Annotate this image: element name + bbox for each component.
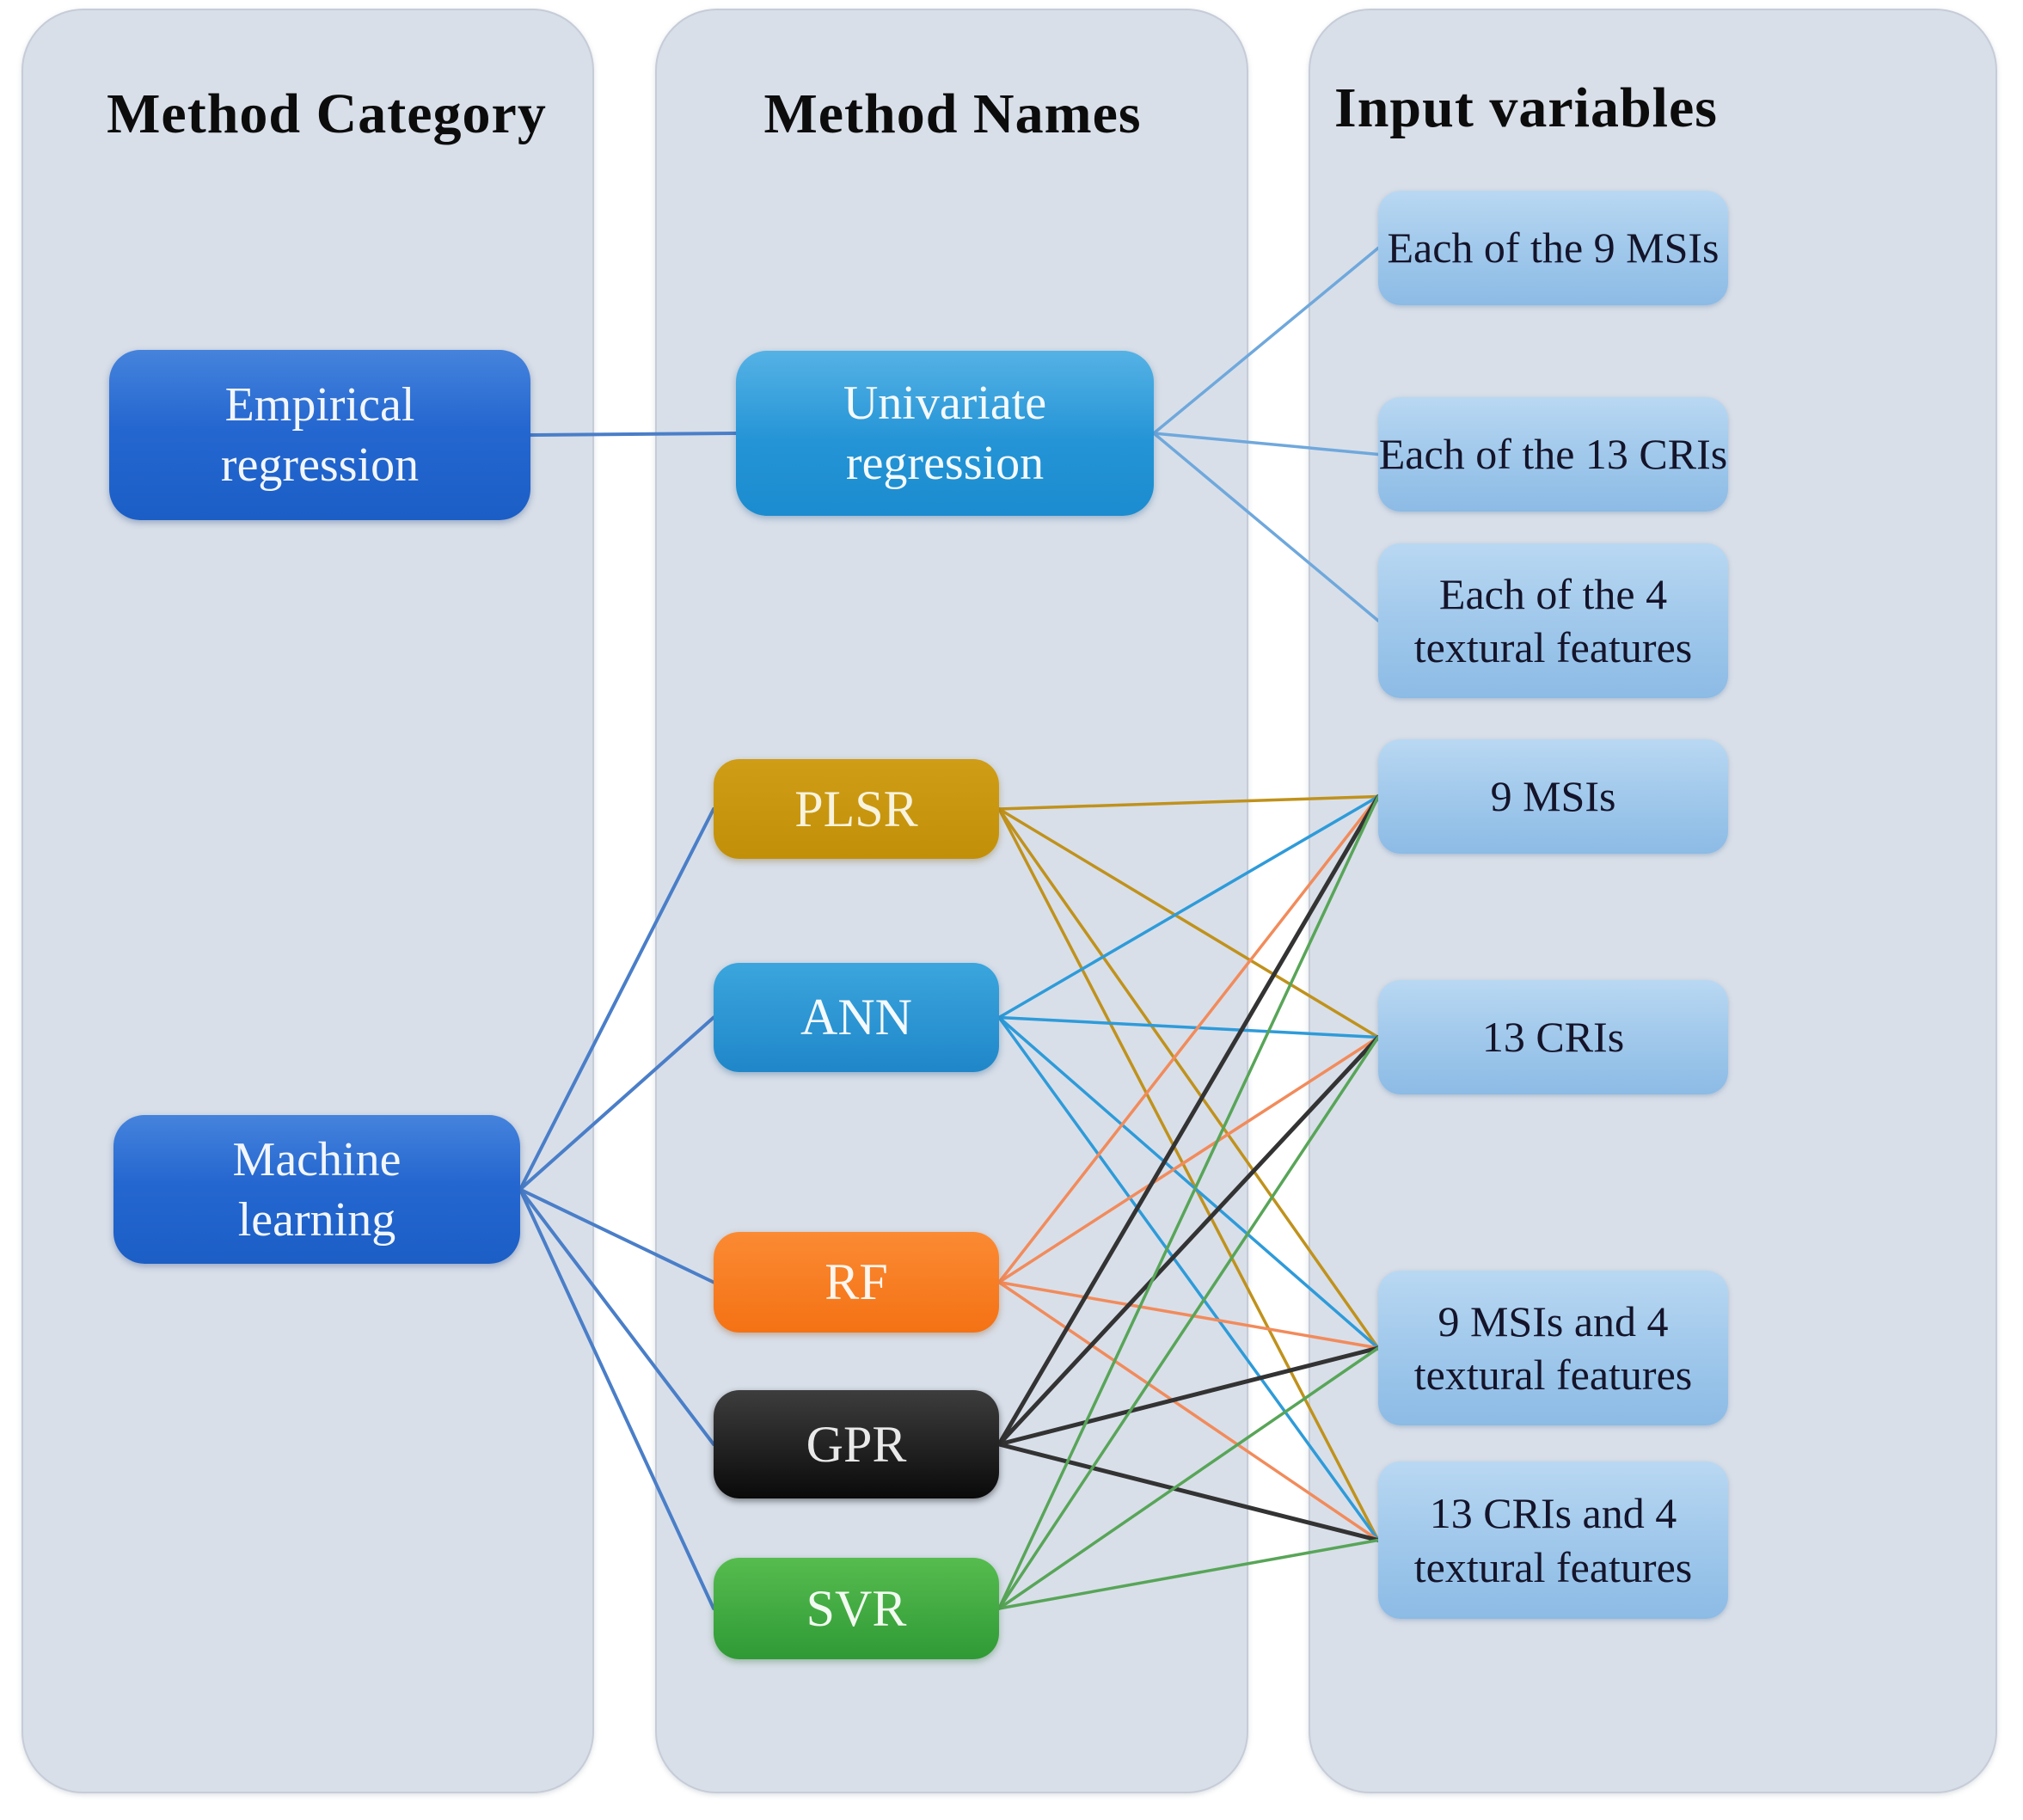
edge-univariate-to-each-13-cris: [1152, 432, 1380, 457]
node-gpr: GPR: [714, 1390, 999, 1498]
edge-machine-to-gpr: [518, 1187, 715, 1446]
edge-machine-to-plsr: [518, 807, 715, 1192]
edge-svr-to-cris-13-tex-4: [997, 1538, 1380, 1610]
node-rf: RF: [714, 1232, 999, 1333]
node-machine: Machine learning: [113, 1115, 520, 1264]
column-title-input-variables: Input variables: [1334, 77, 1718, 139]
edge-plsr-to-msis-9: [997, 794, 1380, 811]
edge-svr-to-msis-9: [997, 794, 1380, 1610]
edge-machine-to-rf: [518, 1187, 715, 1284]
edge-ann-to-cris-13-tex-4: [997, 1015, 1380, 1542]
edge-empirical-to-univariate: [529, 432, 738, 437]
edge-ann-to-cris-13: [997, 1015, 1380, 1039]
node-each-13-cris: Each of the 13 CRIs: [1378, 397, 1728, 512]
edge-plsr-to-cris-13: [997, 807, 1380, 1039]
edge-univariate-to-each-4-tex: [1152, 432, 1380, 622]
column-title-method-category: Method Category: [107, 83, 547, 145]
node-svr: SVR: [714, 1558, 999, 1659]
edge-rf-to-msis-9: [997, 794, 1380, 1284]
column-title-method-names: Method Names: [763, 83, 1142, 145]
edge-plsr-to-msis-9-tex-4: [997, 807, 1380, 1350]
node-each-9-msis: Each of the 9 MSIs: [1378, 191, 1728, 305]
edge-ann-to-msis-9: [997, 794, 1380, 1020]
edge-univariate-to-each-9-msis: [1152, 246, 1380, 435]
edge-rf-to-msis-9-tex-4: [997, 1280, 1380, 1350]
edge-svr-to-msis-9-tex-4: [997, 1346, 1380, 1610]
node-univariate: Univariate regression: [736, 351, 1154, 516]
edge-plsr-to-cris-13-tex-4: [997, 807, 1380, 1542]
node-ann: ANN: [714, 963, 999, 1072]
edge-machine-to-ann: [518, 1015, 715, 1192]
edge-rf-to-cris-13: [997, 1035, 1380, 1284]
node-cris-13-tex-4: 13 CRIs and 4 textural features: [1378, 1462, 1728, 1619]
edge-gpr-to-cris-13: [996, 1035, 1381, 1447]
node-plsr: PLSR: [714, 759, 999, 859]
edge-gpr-to-cris-13-tex-4: [996, 1442, 1381, 1542]
edge-machine-to-svr: [518, 1187, 715, 1610]
node-msis-9: 9 MSIs: [1378, 739, 1728, 854]
node-cris-13: 13 CRIs: [1378, 980, 1728, 1094]
edge-rf-to-cris-13-tex-4: [997, 1280, 1380, 1542]
edge-ann-to-msis-9-tex-4: [997, 1015, 1380, 1350]
edge-svr-to-cris-13: [997, 1035, 1380, 1610]
edge-gpr-to-msis-9-tex-4: [996, 1345, 1381, 1447]
edge-gpr-to-msis-9: [996, 794, 1381, 1447]
panel-method-category: [21, 9, 594, 1793]
node-each-4-tex: Each of the 4 textural features: [1378, 543, 1728, 698]
node-msis-9-tex-4: 9 MSIs and 4 textural features: [1378, 1271, 1728, 1425]
node-empirical: Empirical regression: [109, 350, 530, 520]
